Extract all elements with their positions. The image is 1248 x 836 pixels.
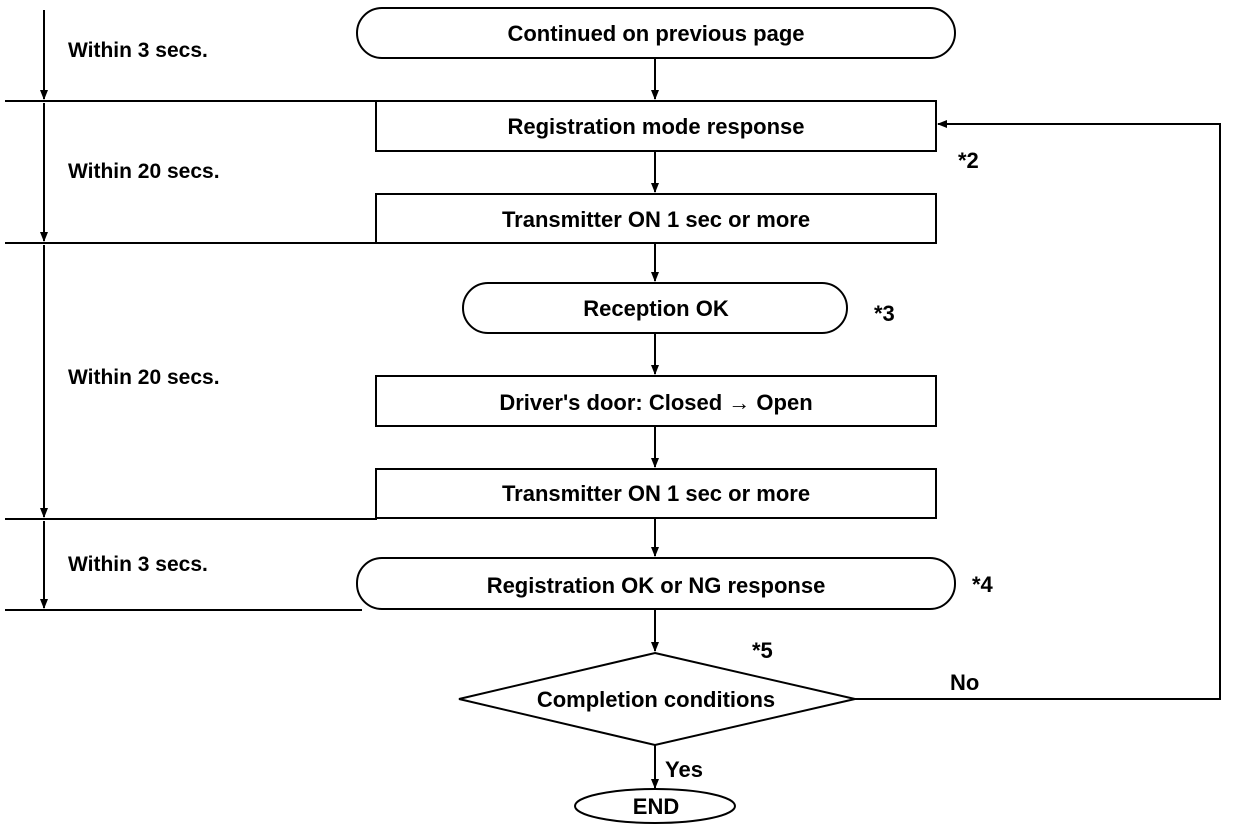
drivers-door-label: Driver's door: Closed → Open — [499, 390, 812, 415]
note-marker: *5 — [752, 638, 773, 663]
timing-label: Within 20 secs. — [68, 366, 220, 389]
transmitter-on-label: Transmitter ON 1 sec or more — [502, 207, 810, 232]
note-marker: *2 — [958, 148, 979, 173]
transmitter-on-box — [375, 468, 937, 519]
note-marker: *4 — [972, 572, 994, 597]
transmitter-on-label: Transmitter ON 1 sec or more — [502, 481, 810, 506]
registration-mode-label: Registration mode response — [507, 114, 804, 139]
completion-label: Completion conditions — [537, 687, 775, 712]
yes-branch-label: Yes — [665, 757, 703, 782]
continued-label: Continued on previous page — [507, 21, 804, 46]
note-marker: *3 — [874, 301, 895, 326]
drivers-door-box — [375, 375, 937, 427]
end-terminal — [574, 788, 736, 824]
timing-label: Within 3 secs. — [68, 39, 208, 62]
end-label: END — [633, 794, 679, 819]
timing-label: Within 3 secs. — [68, 553, 208, 576]
registration-result-label: Registration OK or NG response — [487, 573, 826, 598]
no-branch-loop — [855, 120, 1221, 700]
timing-label: Within 20 secs. — [68, 160, 220, 183]
registration-mode-box — [375, 100, 937, 152]
reception-ok-label: Reception OK — [583, 296, 729, 321]
no-branch-label: No — [950, 670, 979, 695]
